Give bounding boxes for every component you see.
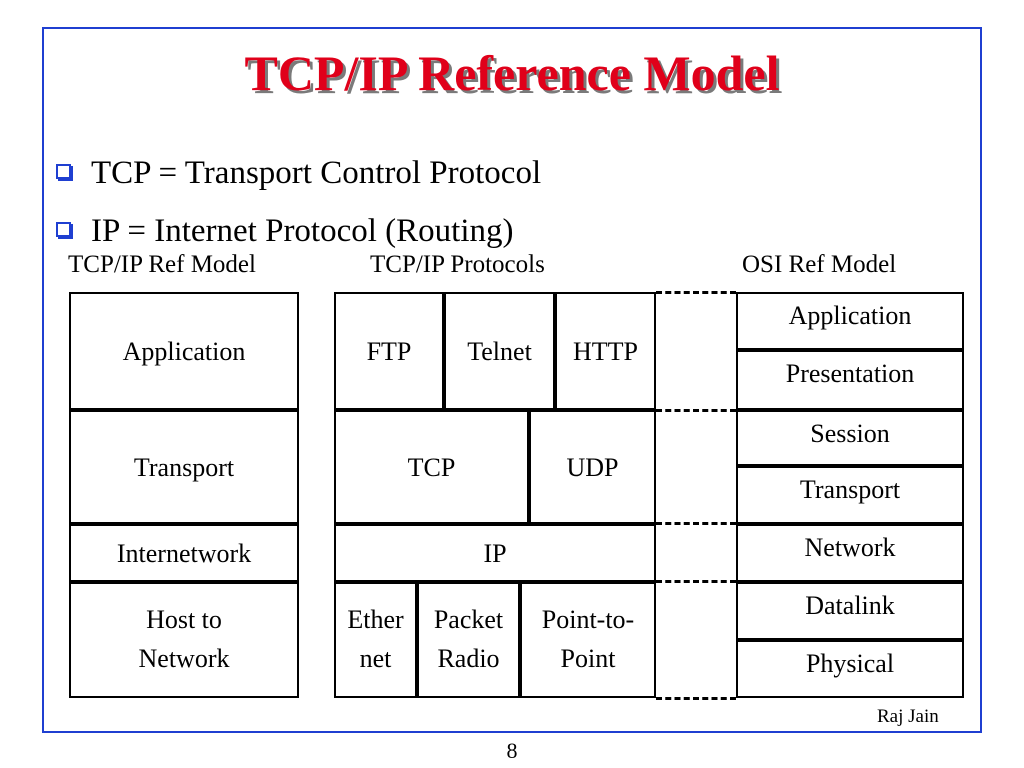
protocol-http: HTTP bbox=[555, 292, 656, 410]
page-number: 8 bbox=[506, 738, 518, 763]
bullet-tcp: TCP = Transport Control Protocol bbox=[56, 155, 541, 192]
bullet-text: IP = Internet Protocol (Routing) bbox=[91, 213, 514, 249]
tcpip-layer-application: Application bbox=[69, 292, 299, 410]
osi-layer-physical: Physical bbox=[736, 640, 964, 698]
osi-layer-datalink: Datalink bbox=[736, 582, 964, 640]
dashed-connector bbox=[656, 291, 736, 294]
bullet-square-icon bbox=[56, 221, 71, 237]
protocol-ethernet: Ether net bbox=[334, 582, 417, 698]
slide-frame bbox=[42, 27, 982, 733]
slide-title: TCP/IP Reference Model bbox=[244, 45, 780, 101]
dashed-connector bbox=[656, 580, 736, 583]
protocol-point-to-point: Point-to- Point bbox=[520, 582, 656, 698]
protocol-telnet: Telnet bbox=[444, 292, 555, 410]
dashed-connector bbox=[656, 697, 736, 700]
header-osi-ref-model: OSI Ref Model bbox=[742, 251, 897, 278]
protocol-tcp: TCP bbox=[334, 410, 529, 524]
author-label: Raj Jain bbox=[877, 706, 939, 727]
dashed-connector bbox=[656, 409, 736, 412]
protocol-udp: UDP bbox=[529, 410, 656, 524]
protocol-packet-radio: Packet Radio bbox=[417, 582, 520, 698]
bullet-text: TCP = Transport Control Protocol bbox=[91, 155, 542, 191]
osi-layer-transport: Transport bbox=[736, 466, 964, 524]
bullet-square-icon bbox=[56, 163, 71, 179]
protocol-ftp: FTP bbox=[334, 292, 444, 410]
protocol-ip: IP bbox=[334, 524, 656, 582]
tcpip-layer-internetwork: Internetwork bbox=[69, 524, 299, 582]
osi-layer-session: Session bbox=[736, 410, 964, 466]
dashed-connector bbox=[656, 522, 736, 525]
header-tcpip-protocols: TCP/IP Protocols bbox=[370, 251, 545, 278]
bullet-ip: IP = Internet Protocol (Routing) bbox=[56, 213, 514, 250]
header-tcpip-ref-model: TCP/IP Ref Model bbox=[68, 251, 256, 278]
tcpip-layer-transport: Transport bbox=[69, 410, 299, 524]
osi-layer-network: Network bbox=[736, 524, 964, 582]
osi-layer-application: Application bbox=[736, 292, 964, 350]
osi-layer-presentation: Presentation bbox=[736, 350, 964, 410]
tcpip-layer-host-to-network: Host to Network bbox=[69, 582, 299, 698]
